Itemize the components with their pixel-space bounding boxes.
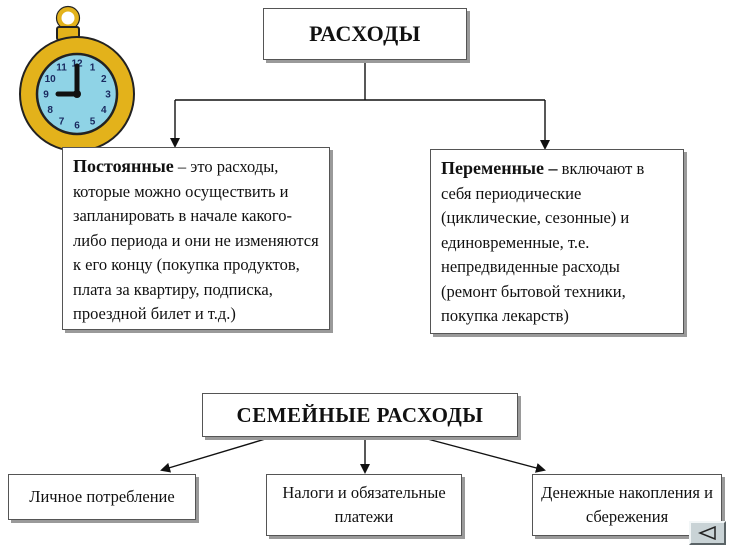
- back-nav-button[interactable]: [689, 521, 726, 545]
- expenses-title-box: РАСХОДЫ: [263, 8, 467, 60]
- arrow-to-savings: [419, 436, 546, 473]
- family-expenses-title-box: СЕМЕЙНЫЕ РАСХОДЫ: [202, 393, 518, 437]
- dial-number: 5: [90, 116, 96, 127]
- family-expenses-title: СЕМЕЙНЫЕ РАСХОДЫ: [236, 402, 484, 427]
- fixed-expenses-term: Постоянные: [73, 156, 174, 176]
- dial-number: 6: [74, 121, 80, 132]
- dial-number: 11: [56, 63, 67, 74]
- triangle-left-icon: [697, 526, 716, 540]
- variable-expenses-term: Переменные –: [441, 158, 558, 178]
- taxes-label: Налоги и обязательные платежи: [282, 483, 446, 526]
- fixed-expenses-box: Постоянные – это расходы, которые можно …: [62, 147, 330, 330]
- variable-expenses-box: Переменные – включают в себя периодическ…: [430, 149, 684, 334]
- dial-number: 4: [101, 105, 107, 116]
- personal-consumption-label: Личное потребление: [29, 487, 175, 506]
- expenses-title: РАСХОДЫ: [309, 21, 421, 46]
- dial-number: 9: [43, 90, 49, 101]
- dial-number: 10: [45, 74, 57, 85]
- taxes-box: Налоги и обязательные платежи: [266, 474, 462, 536]
- dial-number: 8: [47, 105, 53, 116]
- dial-number: 2: [101, 74, 107, 85]
- personal-consumption-box: Личное потребление: [8, 474, 196, 520]
- arrow-to-personal: [160, 436, 273, 473]
- fixed-expenses-definition: – это расходы, которые можно осуществить…: [73, 157, 319, 323]
- stopwatch-icon: 121234567891011: [19, 5, 135, 152]
- stopwatch-ring: [56, 6, 80, 30]
- dial-number: 3: [105, 90, 111, 101]
- variable-expenses-definition: включают в себя периодические (циклическ…: [441, 159, 645, 325]
- dial-number: 7: [59, 116, 65, 127]
- dial-number: 1: [90, 63, 96, 74]
- savings-label: Денежные накопления и сбережения: [541, 483, 713, 526]
